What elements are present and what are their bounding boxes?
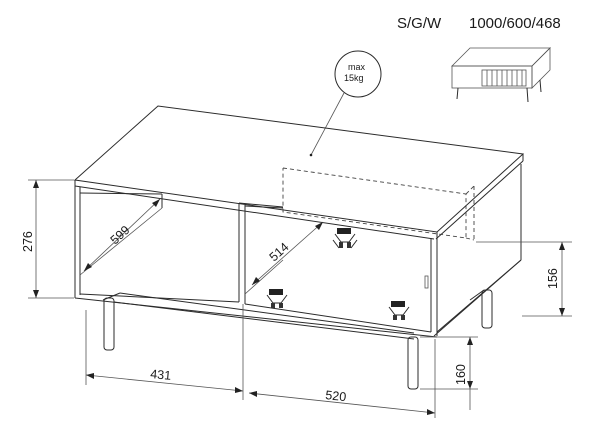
load-callout: max 15kg bbox=[309, 50, 382, 157]
dimension-width-right-label: 520 bbox=[325, 388, 347, 404]
dimension-depth-right-label: 514 bbox=[267, 240, 292, 264]
table-body bbox=[73, 105, 525, 340]
callout-leader bbox=[310, 92, 345, 156]
load-note-line2: 15kg bbox=[344, 73, 364, 83]
dimension-height-total: 276 bbox=[21, 179, 74, 299]
leg-front-left bbox=[103, 297, 115, 351]
dimension-depth-right: 514 bbox=[251, 221, 324, 286]
hinge-icon bbox=[266, 228, 410, 320]
table-top bbox=[73, 105, 525, 233]
dimension-width-right: 520 bbox=[248, 339, 436, 418]
leg-back-right bbox=[481, 289, 493, 329]
dimension-compartment-height-label: 156 bbox=[546, 268, 560, 289]
legs bbox=[103, 289, 493, 390]
dimension-width-left: 431 bbox=[85, 304, 244, 400]
variant-codes: S/G/W bbox=[397, 15, 442, 32]
dimension-depth-left: 599 bbox=[83, 198, 161, 272]
product-dimensions: 1000/600/468 bbox=[469, 15, 561, 32]
load-note-line1: max bbox=[348, 62, 366, 72]
leg-front-right bbox=[407, 336, 419, 390]
dimension-leg-height: 160 bbox=[420, 336, 478, 410]
dimension-depth-left-label: 599 bbox=[108, 223, 133, 247]
dimension-width-left-label: 431 bbox=[150, 367, 172, 383]
dimension-height-total-label: 276 bbox=[21, 231, 35, 252]
dimension-compartment-height: 156 bbox=[476, 241, 572, 317]
dimension-leg-height-label: 160 bbox=[454, 364, 468, 385]
product-thumbnail bbox=[451, 47, 551, 103]
door-outline bbox=[282, 167, 467, 239]
callout-point bbox=[309, 153, 313, 157]
